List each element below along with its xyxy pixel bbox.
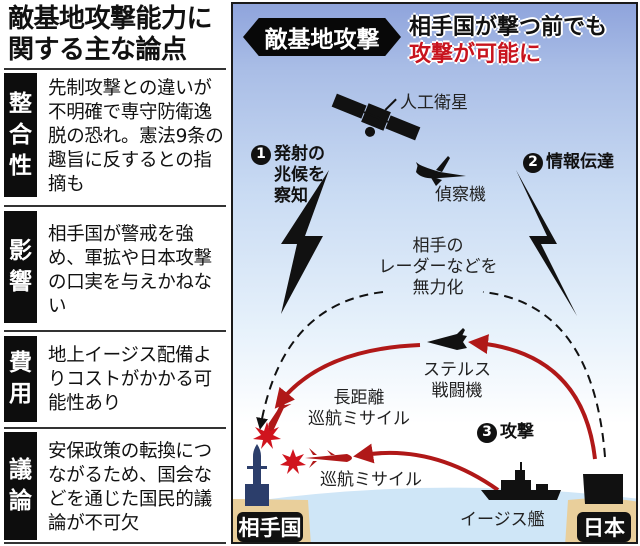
satellite-label: 人工衛星 [400,93,468,113]
divider [4,205,226,207]
issue-row-cost: 費 用 地上イージス配備よりコストがかかる可能性あり [4,336,226,422]
enemy-base-attack-tag: 敵基地攻撃 [243,18,401,56]
radar-jamming-arc [256,291,606,458]
explosion-icon [253,422,281,449]
step2-number-badge: 2 [523,152,543,173]
enemy-country-tag: 相手国 [237,512,303,542]
divider [4,427,226,429]
headline: 相手国が撃つ前でも 攻撃が可能に [409,15,608,67]
long-range-cruise-missile-label: 長距離 巡航ミサイル [308,388,410,429]
signal-bolt-left [281,170,329,314]
stealth-fighter-label: ステルス 戦闘機 [423,360,491,401]
japan-tag: 日本 [577,512,631,542]
aegis-ship-label: イージス艦 [460,510,545,530]
explosion-icon [280,449,306,474]
satellite-icon [331,93,421,141]
issue-text: 相手国が警戒を強め、軍拡や日本攻撃の口実を与えかねない [48,224,212,317]
step3-number-badge: 3 [477,422,497,443]
radar-label: 相手の レーダーなどを 無力化 [378,236,498,298]
issue-text: 安保政策の転換につながるため、国会などを通じた国民的議論が不可欠 [48,441,212,534]
diagram-artwork [233,93,636,542]
divider [4,330,226,332]
ship-missile-path [353,443,500,492]
step1-number-badge: 1 [251,144,271,165]
divider [4,542,226,544]
cruise-missile-icon [305,448,352,468]
cruise-missile-label: 巡航ミサイル [320,470,422,490]
japan-base-icon [583,474,623,504]
issue-text: 先制攻撃との違いが不明確で専守防衛逸脱の恐れ。憲法9条の趣旨に反するとの指摘も [48,78,224,195]
issue-label: 費 用 [4,336,37,422]
sea [233,487,636,542]
issues-panel: 敵基地攻撃能力に 関する主な論点 整 合 性 先制攻撃との違いが不明確で専守防衛… [0,0,226,546]
issue-row-impact: 影 響 相手国が警戒を強め、軍拡や日本攻撃の口実を与えかねない [4,211,226,323]
issues-title: 敵基地攻撃能力に 関する主な論点 [8,4,213,65]
issue-text: 地上イージス配備よりコストがかかる可能性あり [48,345,212,414]
issue-label: 影 響 [4,211,37,323]
recon-plane-label: 偵察機 [435,185,486,205]
aegis-ship-icon [481,462,561,500]
signal-bolt-right [516,170,577,316]
recon-plane-icon [416,156,466,186]
enemy-missile-launcher-icon [245,444,269,506]
stealth-fighter-icon [427,328,467,350]
issue-row-debate: 議 論 安保政策の転換につながるため、国会などを通じた国民的議論が不可欠 [4,432,226,540]
issue-row-consistency: 整 合 性 先制攻撃との違いが不明確で専守防衛逸脱の恐れ。憲法9条の趣旨に反する… [4,73,226,197]
issue-label: 整 合 性 [4,73,37,197]
divider [4,68,226,70]
issue-label: 議 論 [4,432,37,540]
